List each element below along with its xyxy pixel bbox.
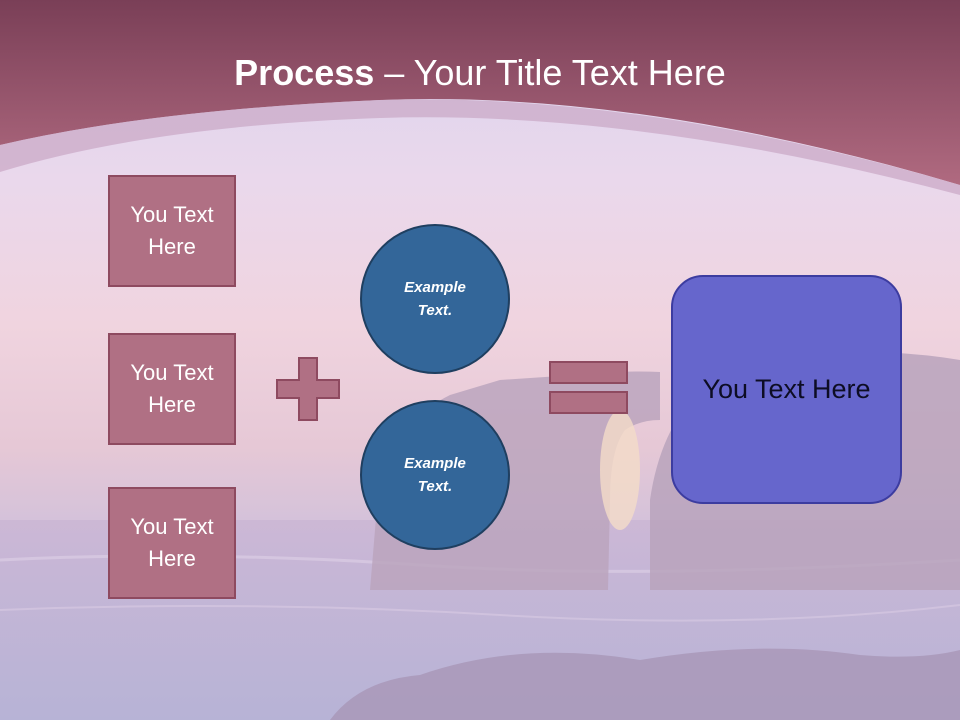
input-box-2[interactable]: You Text Here	[108, 333, 236, 445]
input-box-label: You Text Here	[130, 202, 214, 259]
plus-icon	[276, 357, 340, 421]
input-box-label: You Text Here	[130, 360, 214, 417]
title-rest: – Your Title Text Here	[374, 52, 726, 93]
input-box-label: You Text Here	[130, 514, 214, 571]
result-label: You Text Here	[702, 374, 871, 404]
title-bold: Process	[234, 52, 375, 93]
slide-title: Process – Your Title Text Here	[0, 52, 960, 94]
circle-label: Example Text.	[404, 279, 466, 319]
input-box-1[interactable]: You Text Here	[108, 175, 236, 287]
circle-label: Example Text.	[404, 455, 466, 495]
example-circle-2[interactable]: Example Text.	[360, 400, 510, 550]
result-box[interactable]: You Text Here	[671, 275, 902, 504]
example-circle-1[interactable]: Example Text.	[360, 224, 510, 374]
equals-icon	[549, 361, 628, 414]
input-box-3[interactable]: You Text Here	[108, 487, 236, 599]
